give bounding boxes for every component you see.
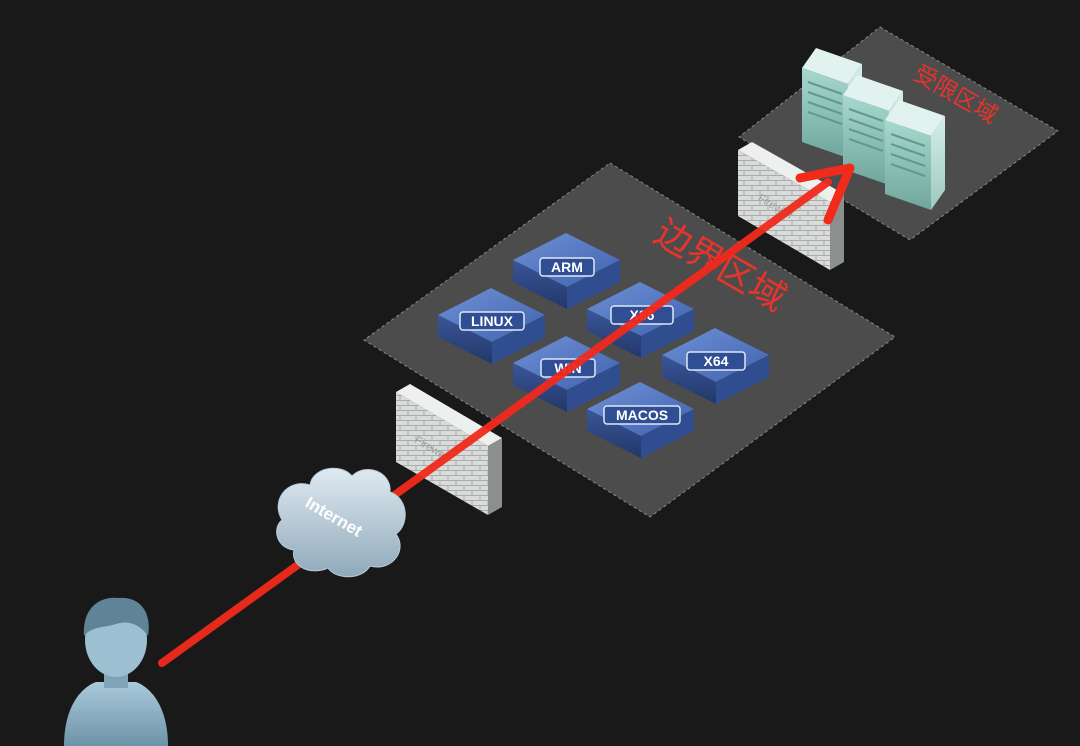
- internet-cloud: Internet: [276, 467, 406, 578]
- server-linux-label: LINUX: [471, 313, 514, 329]
- server-macos: MACOS: [587, 382, 694, 458]
- outer-firewall: Firewall: [396, 384, 502, 515]
- server-x64-label: X64: [704, 353, 729, 369]
- server-linux: LINUX: [438, 288, 545, 364]
- server-tower-icon: [885, 100, 945, 210]
- server-x64: X64: [662, 328, 769, 404]
- server-arm-label: ARM: [551, 259, 583, 275]
- attack-path-arrow: [158, 163, 855, 667]
- cloud-icon: [276, 467, 406, 578]
- server-arm: ARM: [513, 233, 620, 309]
- user-icon: [64, 597, 168, 746]
- server-macos-label: MACOS: [616, 407, 668, 423]
- firewall-icon: [396, 384, 502, 515]
